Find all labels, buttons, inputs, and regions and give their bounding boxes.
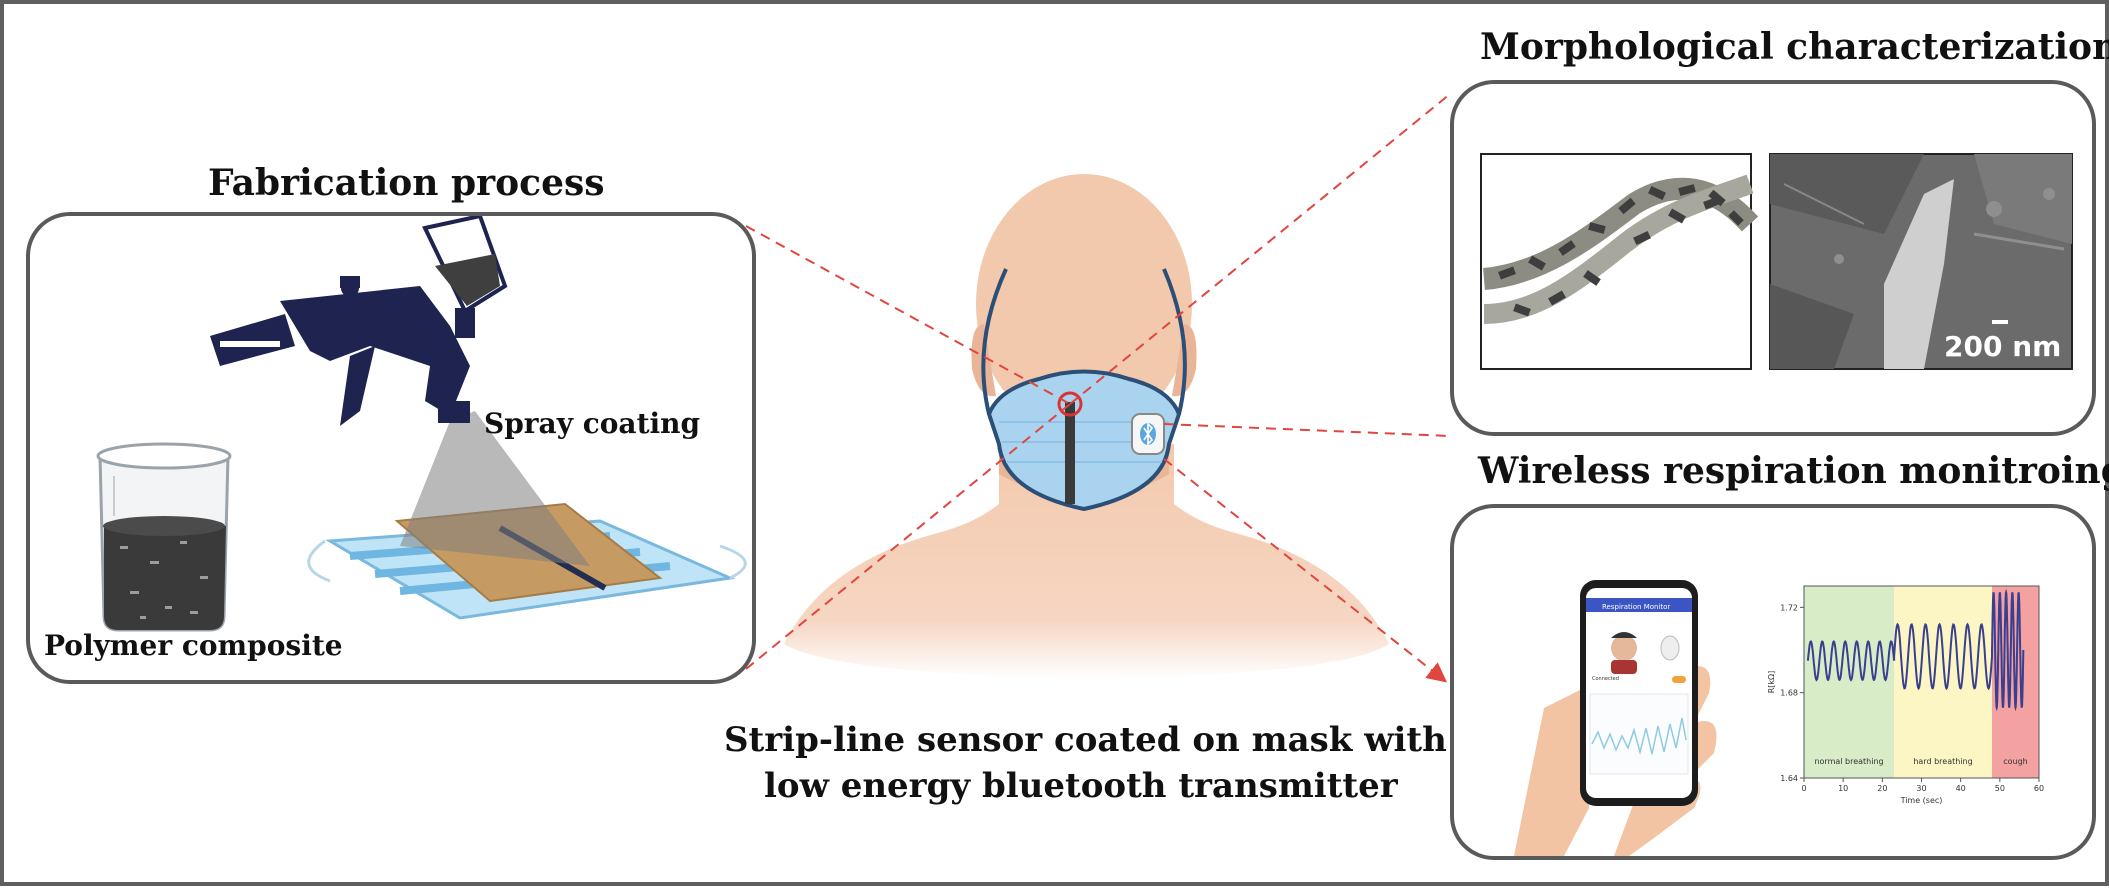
guide-line-fabrication-bottom <box>745 403 1071 670</box>
guide-line-fabrication-top <box>745 225 1071 405</box>
chart-lines <box>1806 588 2025 712</box>
wireless-panel: Respiration Monitor Connected normal bre… <box>1450 504 2096 860</box>
x-tick-label: 0 <box>1801 784 1806 793</box>
x-tick-label: 30 <box>1916 784 1926 793</box>
y-tick-label: 1.72 <box>1780 603 1798 612</box>
chart-series-line-0 <box>1806 588 2025 712</box>
spray-gun-icon <box>210 213 508 426</box>
y-axis-label: R[kΩ] <box>1767 671 1776 694</box>
guide-arrow-wireless <box>1163 458 1448 683</box>
x-tick-label: 60 <box>2034 784 2044 793</box>
chart-regions: normal breathing hard breathing cough <box>1804 586 2039 778</box>
guide-lines <box>745 93 1451 683</box>
guide-line-morphology-top <box>1069 93 1451 405</box>
connect-toggle[interactable] <box>1672 676 1686 683</box>
fabrication-illustration <box>96 213 747 632</box>
head-with-mask-illustration <box>784 174 1389 679</box>
app-header-bar <box>1586 598 1692 612</box>
sem-texture <box>1770 154 2072 369</box>
x-tick-label: 10 <box>1838 784 1848 793</box>
twisted-fiber-illustration <box>1482 174 1759 324</box>
wireless-title: Wireless respiration monitroing <box>1478 450 2109 492</box>
connect-label: Connected <box>1592 676 1619 682</box>
x-axis-label: Time (sec) <box>1900 796 1943 805</box>
y-tick-label: 1.64 <box>1780 774 1798 783</box>
user-avatar <box>1611 635 1637 661</box>
scale-bar-label: 200 nm <box>1944 330 2061 363</box>
wireless-illustration: Respiration Monitor Connected normal bre… <box>1514 580 2044 856</box>
caption-line-1: Strip-line sensor coated on mask with <box>724 720 1447 760</box>
smartphone-icon: Respiration Monitor Connected <box>1580 580 1698 806</box>
fabrication-panel <box>26 212 756 684</box>
fabrication-title: Fabrication process <box>208 162 605 204</box>
x-tick-label: 50 <box>1995 784 2005 793</box>
x-tick-label: 40 <box>1956 784 1966 793</box>
morphology-panel: 200 nm <box>1450 80 2096 436</box>
sensor-highlight-circle <box>1057 391 1083 417</box>
y-tick-label: 1.68 <box>1780 689 1798 698</box>
respiration-chart: normal breathing hard breathing cough 0 10 2… <box>1767 585 2044 805</box>
chart-region-0 <box>1804 586 1895 778</box>
mask-strip-sensor <box>1065 402 1075 504</box>
spray-cone <box>400 411 590 566</box>
chart-region-label: cough <box>2003 757 2028 766</box>
morphology-images: 200 nm <box>1480 153 2073 370</box>
caption-line-2: low energy bluetooth transmitter <box>764 766 1398 806</box>
x-tick-label: 20 <box>1877 784 1887 793</box>
face-mask <box>981 268 1187 512</box>
polymer-composite-label: Polymer composite <box>44 629 343 662</box>
spray-coating-label: Spray coating <box>484 407 701 440</box>
scale-bar <box>1992 320 2008 324</box>
beaker-icon <box>96 442 232 632</box>
guide-line-morphology-bottom <box>1163 423 1451 437</box>
chart-region-label: normal breathing <box>1814 757 1883 766</box>
chart-region-label: hard breathing <box>1913 757 1972 766</box>
morphology-title: Morphological characterization <box>1480 26 2109 68</box>
app-title: Respiration Monitor <box>1602 603 1670 611</box>
